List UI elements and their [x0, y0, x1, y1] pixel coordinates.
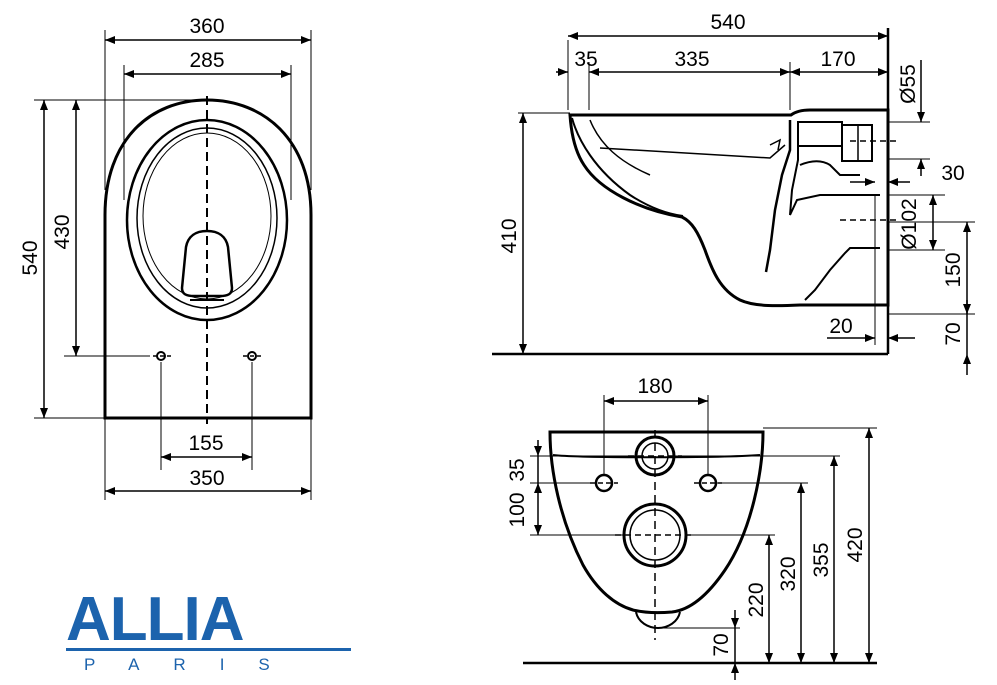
top-view-seat-ring — [125, 118, 289, 322]
top-view-labels: 360 285 540 430 155 350 — [19, 15, 225, 490]
dim-side-base-offset: 20 — [829, 315, 852, 338]
dim-side-rear-length: 170 — [820, 48, 855, 71]
rear-view — [523, 395, 877, 680]
dim-rear-70: 70 — [710, 633, 733, 656]
dim-top-height-outer: 540 — [19, 240, 42, 275]
top-view-fixing-hole-right — [247, 351, 257, 361]
side-view — [492, 28, 975, 375]
dim-side-overall-length: 540 — [710, 11, 745, 34]
logo-brand-text: ALLIA — [66, 585, 244, 654]
side-view-outline — [568, 108, 890, 308]
side-view-labels: 540 35 335 170 Ø55 30 Ø102 410 150 20 70 — [498, 11, 965, 346]
logo-city-text: PARIS — [84, 655, 304, 674]
dim-side-outlet-height: 150 — [942, 252, 965, 287]
dim-top-height-inner: 430 — [51, 214, 74, 249]
dim-top-base-width: 350 — [189, 467, 224, 490]
dim-rear-220: 220 — [745, 582, 768, 617]
dim-side-inlet-offset: 30 — [941, 162, 964, 185]
rear-view-outline — [548, 430, 765, 615]
dim-side-outlet-diameter: Ø102 — [898, 198, 921, 249]
dim-rear-420: 420 — [844, 527, 867, 562]
dim-side-bowl-length: 335 — [674, 48, 709, 71]
dim-rear-fixing-spacing: 180 — [637, 375, 672, 398]
allia-logo: ALLIA PARIS — [66, 585, 351, 674]
dim-rear-355: 355 — [810, 542, 833, 577]
top-view-bowl-opening — [180, 229, 234, 298]
dim-side-inlet-diameter: Ø55 — [897, 64, 920, 104]
top-view — [34, 30, 313, 500]
dim-rear-100: 100 — [506, 492, 529, 527]
dim-side-front-offset: 35 — [574, 48, 597, 71]
dim-side-base-height: 70 — [942, 322, 965, 345]
rear-view-labels: 180 35 100 220 320 355 420 70 — [506, 375, 867, 657]
logo-rule — [66, 648, 351, 651]
dim-top-width-inner: 285 — [189, 49, 224, 72]
dim-side-height: 410 — [498, 218, 521, 253]
dim-rear-35: 35 — [506, 458, 529, 481]
dim-rear-320: 320 — [777, 556, 800, 591]
dim-top-width-outer: 360 — [189, 15, 224, 38]
dim-top-fixing-spacing: 155 — [188, 432, 223, 455]
